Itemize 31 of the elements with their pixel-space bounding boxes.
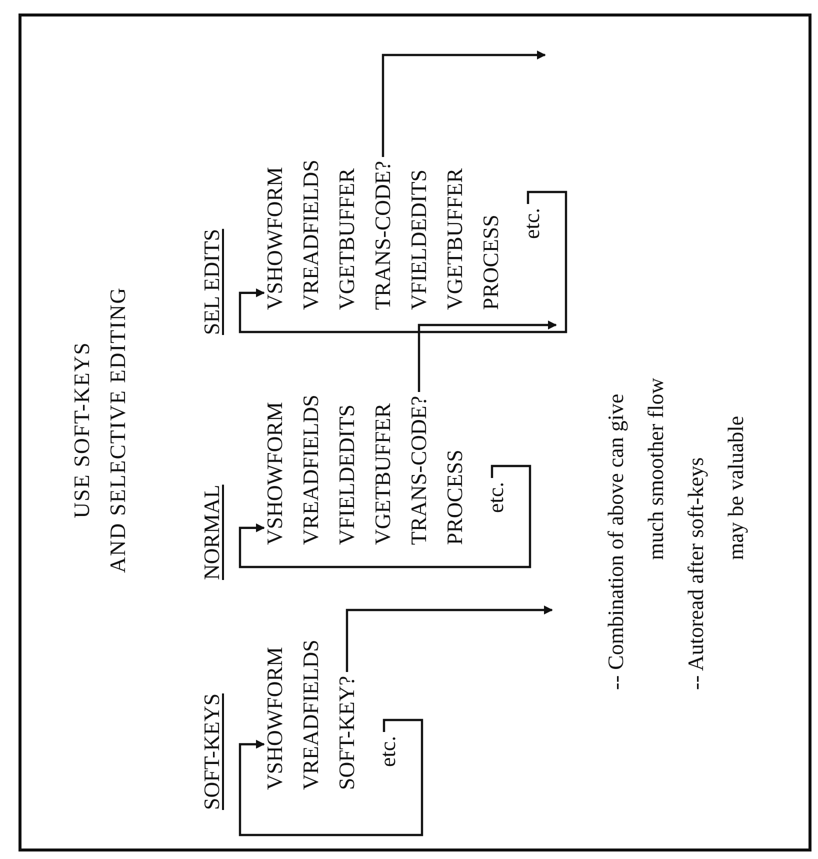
note: -- Autoread after soft-keys may be valuable [682,416,749,690]
arrow [382,50,546,157]
title: USE SOFT-KEYS AND SELECTIVE EDITING [68,286,131,573]
arrow [238,718,424,836]
step-text: etc. [518,208,546,239]
arrow [238,190,568,334]
step-text: etc. [482,482,510,513]
step-text: VFIELDEDITS [405,169,432,310]
step-text: VSHOWFORM [261,646,289,790]
arrow [418,320,557,392]
step-text: VGETBUFFER [333,168,360,310]
step-text: VFIELDEDITS [333,404,360,545]
column-heading: NORMAL [198,484,225,580]
step-text: VREADFIELDS [297,160,324,310]
step-text: VREADFIELDS [297,640,324,790]
step-text: TRANS-CODE? [405,396,433,545]
step-text: PROCESS [441,450,468,545]
column-heading: SOFT-KEYS [198,693,225,810]
note: -- Combination of above can give much smoother flow [602,378,669,690]
step-text: VSHOWFORM [261,402,289,545]
arrow [346,606,553,672]
step-text: VGETBUFFER [369,403,396,545]
arrow [238,464,532,568]
column-heading: SEL EDITS [198,228,225,335]
step-text: etc. [374,736,402,767]
step-text: TRANS-CODE? [369,160,397,310]
step-text: VGETBUFFER [441,168,468,310]
step-text: VSHOWFORM [261,166,289,310]
step-text: PROCESS [477,214,504,310]
step-text: VREADFIELDS [297,394,324,545]
step-text: SOFT-KEY? [333,676,361,790]
